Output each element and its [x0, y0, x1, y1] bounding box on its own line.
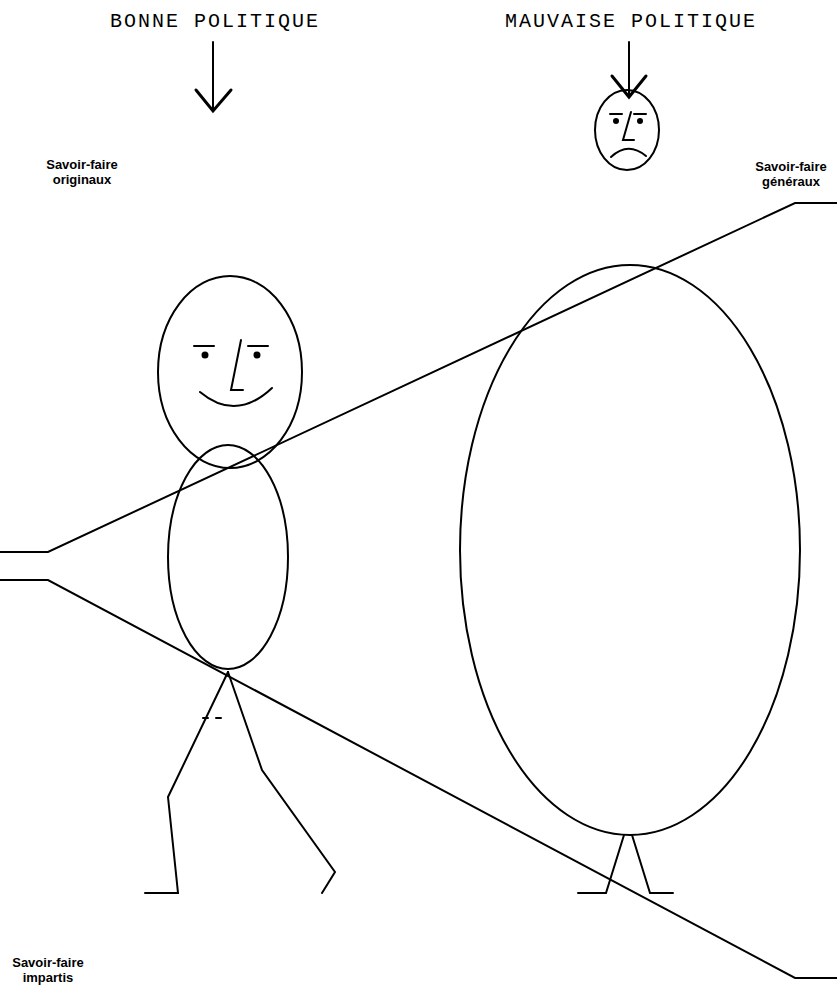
- policy-heading: BONNE POLITIQUE: [110, 10, 320, 33]
- eye: [638, 119, 642, 123]
- frown: [611, 149, 646, 157]
- head: [595, 90, 659, 170]
- funnel-lower-line: [0, 580, 837, 978]
- nose: [623, 112, 634, 140]
- leg: [578, 835, 624, 893]
- head: [158, 276, 302, 468]
- tick-mark: [203, 717, 221, 719]
- arrow-head: [196, 90, 231, 111]
- eye: [614, 119, 618, 123]
- arrow-shaft: [212, 42, 214, 110]
- eyebrow: [634, 113, 646, 115]
- eyebrow: [194, 345, 214, 347]
- eyebrow: [610, 113, 622, 115]
- funnel-upper-line: [0, 203, 837, 552]
- skill-label: Savoir-faire généraux: [749, 160, 833, 190]
- smile: [200, 388, 272, 406]
- leg: [632, 835, 673, 893]
- nose: [231, 340, 243, 390]
- arrow-shaft: [628, 42, 630, 96]
- body: [168, 445, 288, 669]
- eye: [255, 353, 260, 358]
- skill-label: Savoir-faire originaux: [35, 158, 130, 188]
- leg: [145, 672, 228, 893]
- leg: [228, 672, 335, 893]
- policy-heading: MAUVAISE POLITIQUE: [505, 10, 757, 33]
- body: [460, 265, 800, 835]
- eyebrow: [248, 345, 268, 347]
- eye: [203, 353, 208, 358]
- skill-label: Savoir-faire impartis: [4, 956, 92, 986]
